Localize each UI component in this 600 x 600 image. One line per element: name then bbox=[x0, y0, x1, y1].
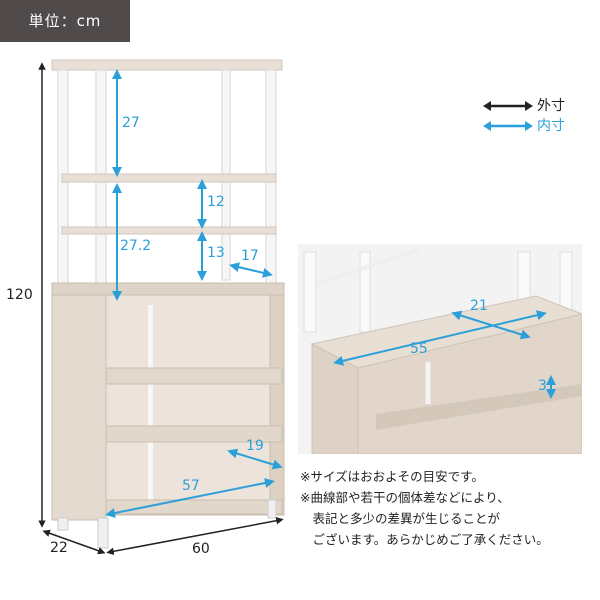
detail-depth-label: 21 bbox=[470, 298, 488, 314]
top-shelf-height-label: 27 bbox=[122, 115, 140, 131]
outer-arrow-icon bbox=[483, 101, 533, 111]
upper-depth-label: 17 bbox=[241, 248, 259, 264]
outer-depth-label: 22 bbox=[50, 540, 68, 556]
outer-width-label: 60 bbox=[192, 541, 210, 557]
cabinet-depth-label: 19 bbox=[246, 438, 264, 454]
detail-width-label: 55 bbox=[410, 341, 428, 357]
legend-outer-label: 外寸 bbox=[537, 98, 565, 114]
detail-photo bbox=[298, 244, 582, 454]
upper-frame bbox=[51, 59, 283, 291]
width-dimension-line bbox=[106, 517, 284, 555]
note-line: ※サイズはおおよその目安です。 bbox=[300, 469, 484, 484]
upper-gap-13-label: 13 bbox=[207, 245, 225, 261]
notes: ※サイズはおおよその目安です。 ※曲線部や若干の個体差などにより、 表記と多少の… bbox=[300, 466, 598, 550]
cabinet-width-line bbox=[105, 478, 275, 518]
middle-shelf-height-label: 27.2 bbox=[120, 238, 152, 254]
note-line: 表記と多少の差異が生じることが bbox=[300, 511, 501, 526]
depth-dimension-line bbox=[42, 529, 106, 555]
upper-depth-line bbox=[229, 262, 273, 278]
inner-arrow-icon bbox=[483, 121, 533, 131]
unit-badge: 単位：cm bbox=[0, 0, 130, 42]
legend-inner-label: 内寸 bbox=[537, 118, 565, 134]
cabinet-width-label: 57 bbox=[182, 478, 200, 494]
outer-height-label: 120 bbox=[6, 287, 33, 303]
upper-gap-12-label: 12 bbox=[207, 194, 225, 210]
note-line: ございます。あらかじめご了承ください。 bbox=[300, 532, 549, 547]
cabinet-depth-line bbox=[227, 448, 283, 470]
note-line: ※曲線部や若干の個体差などにより、 bbox=[300, 490, 510, 505]
lower-cabinet bbox=[51, 282, 285, 549]
detail-width-line bbox=[333, 310, 547, 366]
detail-step-label: 3 bbox=[538, 378, 547, 394]
